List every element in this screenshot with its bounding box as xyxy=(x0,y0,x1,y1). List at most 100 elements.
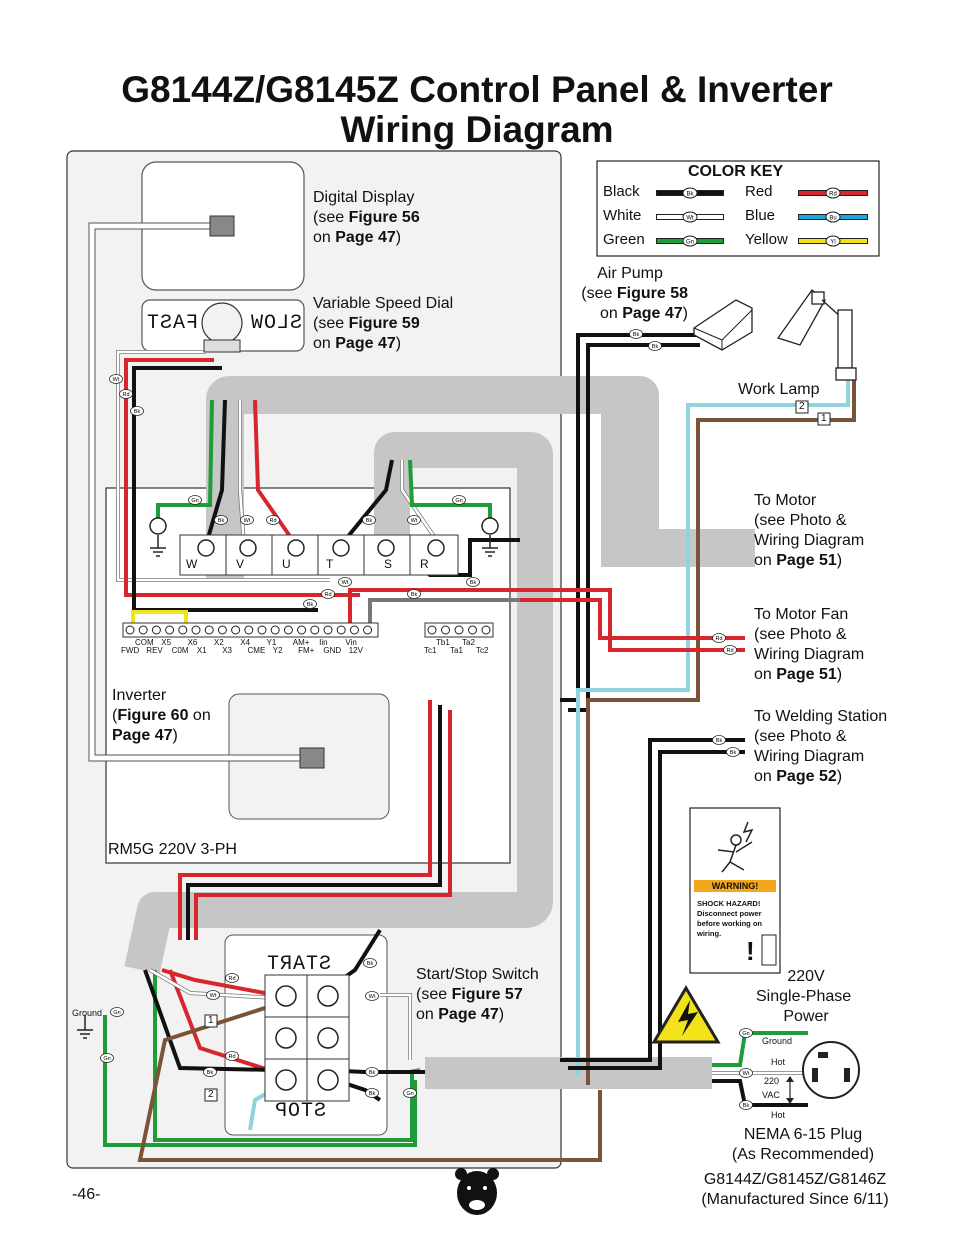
shock-figure-icon xyxy=(717,821,754,873)
ctrl-terminal-top-vin: Vin xyxy=(345,638,357,647)
wire-power-ground xyxy=(712,1031,808,1067)
wire-switch-white xyxy=(149,968,276,1000)
color-key-label-blue: Blue xyxy=(745,207,776,224)
power-label: 220V Single-Phase Power xyxy=(756,968,852,1025)
control-terminal-screw xyxy=(270,625,280,635)
power-terminal-s: S xyxy=(384,557,393,571)
switch-terminal-num-2: 2 xyxy=(208,1089,214,1100)
control-terminal-screw xyxy=(178,625,188,635)
control-terminal-screw xyxy=(165,625,175,635)
wire-tag xyxy=(407,515,421,525)
ctrl-terminal-top-iin: Iin xyxy=(319,638,328,647)
wire-tag xyxy=(203,1067,217,1077)
wire-switch-red-2 xyxy=(168,969,276,1074)
air-pump xyxy=(693,299,753,351)
jumper-yellow xyxy=(131,610,188,628)
power-terminal-u: U xyxy=(282,557,291,571)
wire-tag-label: Rd xyxy=(324,592,331,598)
warning-header-bar xyxy=(694,880,776,892)
wire-tag xyxy=(214,515,228,525)
digital-display-label: Digital Display (see Figure 56 on Page 4… xyxy=(313,189,420,246)
color-key-abbr-wt: Wt xyxy=(686,216,694,222)
power-terminal-v: V xyxy=(236,557,245,571)
power-terminal-block xyxy=(179,534,459,576)
color-key-abbr-rd: Rd xyxy=(829,192,837,198)
wire-tag xyxy=(712,735,726,745)
wire-tag xyxy=(266,515,280,525)
wire-weld-black-1 xyxy=(560,738,745,1062)
wire-dial-black xyxy=(132,366,318,612)
wire-tag-label: Bk xyxy=(218,518,225,524)
wire-tag-label: Bk xyxy=(743,1103,750,1109)
control-terminal-screw xyxy=(231,625,241,635)
switch-start-label: START xyxy=(266,953,332,976)
display-connector xyxy=(209,215,235,237)
wire-tag xyxy=(407,589,421,599)
wire-tag-label: Bk xyxy=(470,580,477,586)
inverter-display-connector xyxy=(299,747,325,769)
wire-tag xyxy=(303,599,317,609)
relay-terminal-bottom-ta1: Ta1 xyxy=(450,646,463,655)
work-lamp-label: Work Lamp xyxy=(738,381,820,398)
to-welding-label: To Welding Station (see Photo & Wiring D… xyxy=(754,708,888,785)
wire-ground-green-left xyxy=(156,399,214,526)
control-terminal-screw xyxy=(297,625,307,635)
plug-vac1-label: 220 xyxy=(764,1076,780,1086)
wire-switch-black xyxy=(143,969,276,1072)
page-number: -46- xyxy=(72,1186,101,1203)
wire-tag xyxy=(362,515,376,525)
ctrl-terminal-bottom-x1: X1 xyxy=(196,646,207,655)
wire-tag-label: Wt xyxy=(411,518,418,524)
wire-tag-label: Wt xyxy=(342,580,349,586)
ctrl-terminal-bottom-12v: 12V xyxy=(348,646,363,655)
wire-tag xyxy=(712,633,726,643)
wire-t-black xyxy=(339,459,394,547)
conduit-top xyxy=(206,376,659,578)
control-terminal-screw xyxy=(323,625,333,635)
control-terminal-screw xyxy=(244,625,254,635)
wire-tag-label: Bk xyxy=(366,518,373,524)
wire-tag-label: Bk xyxy=(716,738,723,744)
wire-tag xyxy=(119,389,133,399)
wire-tag xyxy=(130,406,144,416)
ctrl-terminal-top-x2: X2 xyxy=(213,638,224,647)
wire-r-white xyxy=(400,460,442,546)
control-terminal-screw xyxy=(336,625,346,635)
lamp-terminal-2: 2 xyxy=(799,401,805,412)
warning-header: WARNING! xyxy=(711,881,759,891)
conduit-bottom xyxy=(124,432,553,974)
wire-tag-label: Gn xyxy=(406,1091,413,1097)
wire-weld-black-2 xyxy=(568,750,745,1070)
relay-terminal-screw xyxy=(468,625,477,635)
wire-tag xyxy=(188,495,202,505)
power-terminal-w: W xyxy=(186,557,198,571)
wire-tag xyxy=(365,1088,379,1098)
control-terminal-screw xyxy=(217,625,227,635)
color-key-label-black: Black xyxy=(603,183,640,200)
wire-tag-label: Bk xyxy=(652,344,659,350)
wire-tag-label: Wt xyxy=(369,994,376,1000)
wire-tag xyxy=(365,991,379,1001)
wire-u-red xyxy=(253,399,298,547)
ctrl-terminal-bottom-y2: Y2 xyxy=(272,646,283,655)
wire-fan-red-1 xyxy=(520,598,745,640)
wire-v-white xyxy=(238,400,246,546)
plug-ground-label: Ground xyxy=(762,1036,793,1046)
plug-hot2-label: Hot xyxy=(771,1110,786,1120)
control-terminal-screw xyxy=(257,625,267,635)
relay-terminal-screw xyxy=(427,625,437,635)
wire-tag-label: Bk xyxy=(134,409,141,415)
ctrl-terminal-bottom-fm-plus: FM+ xyxy=(298,646,315,655)
wire-tag xyxy=(726,747,740,757)
wire-tag-label: Rd xyxy=(228,1054,235,1060)
ctrl-terminal-top-x6: X6 xyxy=(187,638,198,647)
wire-tag xyxy=(629,329,643,339)
ctrl-terminal-bottom-x3: X3 xyxy=(222,646,232,655)
wire-lamp-blue xyxy=(576,380,850,1075)
wire-tag xyxy=(648,341,662,351)
wire-switch-ground xyxy=(153,970,414,1142)
speed-dial-label: Variable Speed Dial (see Figure 59 on Pa… xyxy=(313,295,454,352)
relay-terminal-bottom-tc1: Tc1 xyxy=(424,646,437,655)
rm5g-label: RM5G 220V 3-PH xyxy=(108,841,237,858)
wire-tag-label: Rd xyxy=(269,518,276,524)
